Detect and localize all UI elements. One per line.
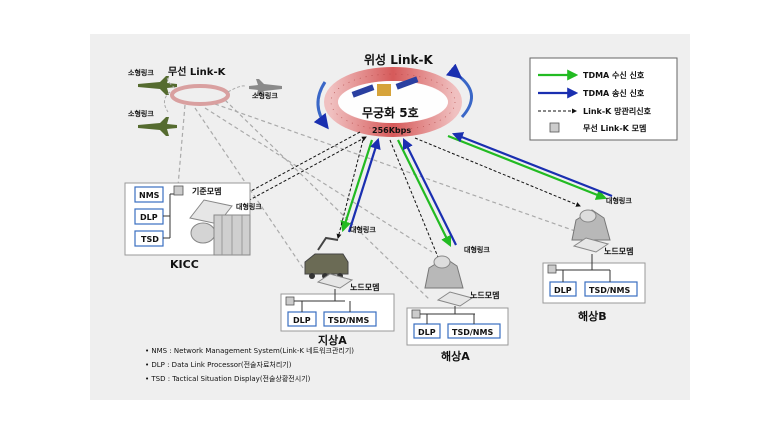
sea-b-tsd-box: TSD/NMS xyxy=(589,286,630,295)
satellite-ring xyxy=(324,67,462,137)
sea-b-dlp-box: DLP xyxy=(554,286,572,295)
legend xyxy=(529,57,678,141)
sea-a-station xyxy=(406,255,509,346)
orbit-arrow xyxy=(445,63,473,119)
sea-a-name: 해상A xyxy=(441,349,470,363)
tdma-tx-signals xyxy=(347,132,613,246)
legend-ctrl-label: Link-K 망관리신호 xyxy=(583,106,652,116)
ground-a-tsd-box: TSD/NMS xyxy=(328,316,369,325)
sea-b-node-modem: 노드모뎀 xyxy=(604,246,633,256)
kicc-large-link: 대형링크 xyxy=(236,202,262,211)
satellite-title: 위성 Link-K xyxy=(364,53,434,67)
sea-a-tsd-box: TSD/NMS xyxy=(452,328,493,337)
sea-b-station xyxy=(542,209,646,304)
sea-a-large-link: 대형링크 xyxy=(464,245,490,254)
radio-title: 무선 Link-K xyxy=(168,65,227,78)
satellite-name: 무궁화 5호 xyxy=(362,105,419,120)
note-dlp: • DLP : Data Link Processor(전술자료처리기) xyxy=(145,360,292,369)
small-link-label: 소형링크 xyxy=(128,109,154,118)
tdma-rx-signals xyxy=(340,134,608,247)
kicc-base-modem: 기준모뎀 xyxy=(192,186,221,196)
sea-b-large-link: 대형링크 xyxy=(606,196,632,205)
satellite-icon xyxy=(351,76,419,98)
note-nms: • NMS : Network Management System(Link-K… xyxy=(145,346,354,355)
orbit-arrow xyxy=(313,81,329,130)
sea-a-node-modem: 노드모뎀 xyxy=(470,290,499,300)
legend-modem-label: 무선 Link-K 모뎀 xyxy=(583,123,646,133)
small-link-label: 소형링크 xyxy=(252,91,278,100)
ground-a-dlp-box: DLP xyxy=(293,316,311,325)
small-link-label: 소형링크 xyxy=(128,68,154,77)
radio-ring xyxy=(170,84,230,106)
ground-a-station xyxy=(280,236,395,332)
kicc-dlp-box: DLP xyxy=(140,213,158,222)
kicc-station xyxy=(124,182,251,256)
management-signals xyxy=(237,131,581,263)
kicc-name: KICC xyxy=(170,258,199,271)
ground-a-name: 지상A xyxy=(318,333,347,347)
sea-a-dlp-box: DLP xyxy=(418,328,436,337)
ground-a-large-link: 대형링크 xyxy=(350,225,376,234)
radio-links xyxy=(177,99,579,301)
satellite-rate: 256Kbps xyxy=(372,126,411,135)
legend-tx-label: TDMA 송신 신호 xyxy=(583,88,645,98)
sea-b-name: 해상B xyxy=(578,309,607,323)
note-tsd: • TSD : Tactical Situation Display(전술상황전… xyxy=(145,374,311,383)
kicc-tsd-box: TSD xyxy=(141,235,159,244)
aircraft-icons xyxy=(138,76,282,136)
legend-rx-label: TDMA 수신 신호 xyxy=(583,70,645,80)
ground-a-node-modem: 노드모뎀 xyxy=(350,282,379,292)
kicc-nms-box: NMS xyxy=(139,191,160,200)
